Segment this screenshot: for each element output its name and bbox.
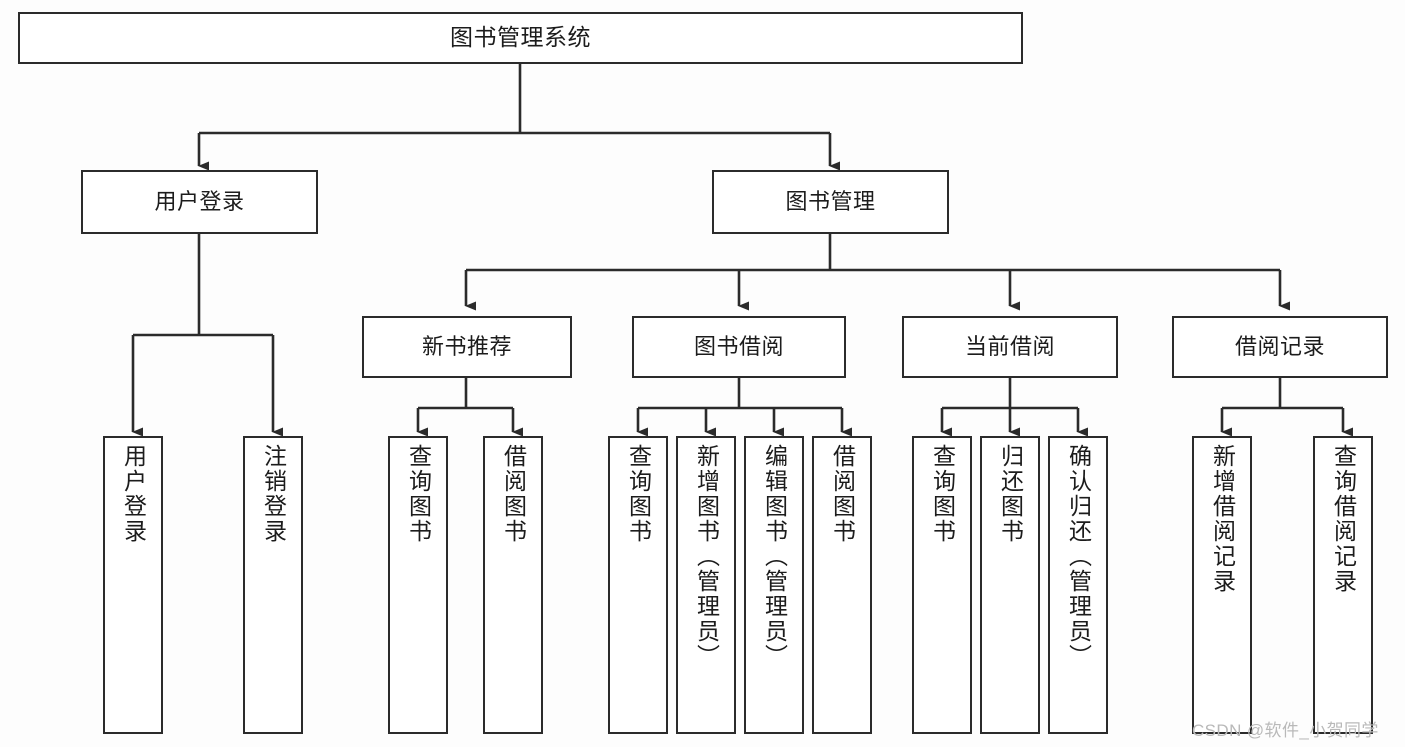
node-root-system[interactable]: 图书管理系统 [18,12,1023,64]
node-leaf-confirm-return[interactable]: 确认归还（管理员） [1048,436,1108,734]
node-label: 用户登录 [154,189,245,215]
node-label: 确认归还（管理员） [1065,444,1092,669]
node-label: 用户登录 [120,444,147,544]
node-label: 归还图书 [997,444,1024,544]
node-label: 查询借阅记录 [1330,444,1357,594]
node-current-borrow[interactable]: 当前借阅 [902,316,1118,378]
watermark-text: CSDN @软件_小贺同学 [1192,721,1379,740]
node-borrow-record[interactable]: 借阅记录 [1172,316,1388,378]
node-label: 注销登录 [260,444,287,544]
node-leaf-query-record[interactable]: 查询借阅记录 [1313,436,1373,734]
node-leaf-edit-book[interactable]: 编辑图书（管理员） [744,436,804,734]
node-label: 借阅记录 [1234,334,1325,360]
node-label: 查询图书 [929,444,956,544]
node-leaf-query-book-1[interactable]: 查询图书 [388,436,448,734]
node-label: 新增借阅记录 [1209,444,1236,594]
node-label: 图书管理 [785,189,876,215]
node-user-login[interactable]: 用户登录 [81,170,318,234]
node-leaf-add-book[interactable]: 新增图书（管理员） [676,436,736,734]
node-leaf-logout-login[interactable]: 注销登录 [243,436,303,734]
node-label: 图书管理系统 [450,24,591,51]
node-new-book-recommend[interactable]: 新书推荐 [362,316,572,378]
node-leaf-query-book-3[interactable]: 查询图书 [912,436,972,734]
node-label: 查询图书 [405,444,432,544]
node-leaf-add-record[interactable]: 新增借阅记录 [1192,436,1252,734]
node-leaf-borrow-book-1[interactable]: 借阅图书 [483,436,543,734]
node-label: 借阅图书 [500,444,527,544]
node-label: 查询图书 [625,444,652,544]
node-label: 编辑图书（管理员） [761,444,788,669]
node-label: 新增图书（管理员） [693,444,720,669]
node-book-management[interactable]: 图书管理 [712,170,949,234]
node-leaf-return-book[interactable]: 归还图书 [980,436,1040,734]
node-book-borrow[interactable]: 图书借阅 [632,316,846,378]
node-label: 当前借阅 [964,334,1055,360]
node-label: 新书推荐 [421,334,512,360]
node-label: 图书借阅 [693,334,784,360]
node-leaf-borrow-book-2[interactable]: 借阅图书 [812,436,872,734]
node-leaf-query-book-2[interactable]: 查询图书 [608,436,668,734]
node-label: 借阅图书 [829,444,856,544]
node-leaf-user-login[interactable]: 用户登录 [103,436,163,734]
